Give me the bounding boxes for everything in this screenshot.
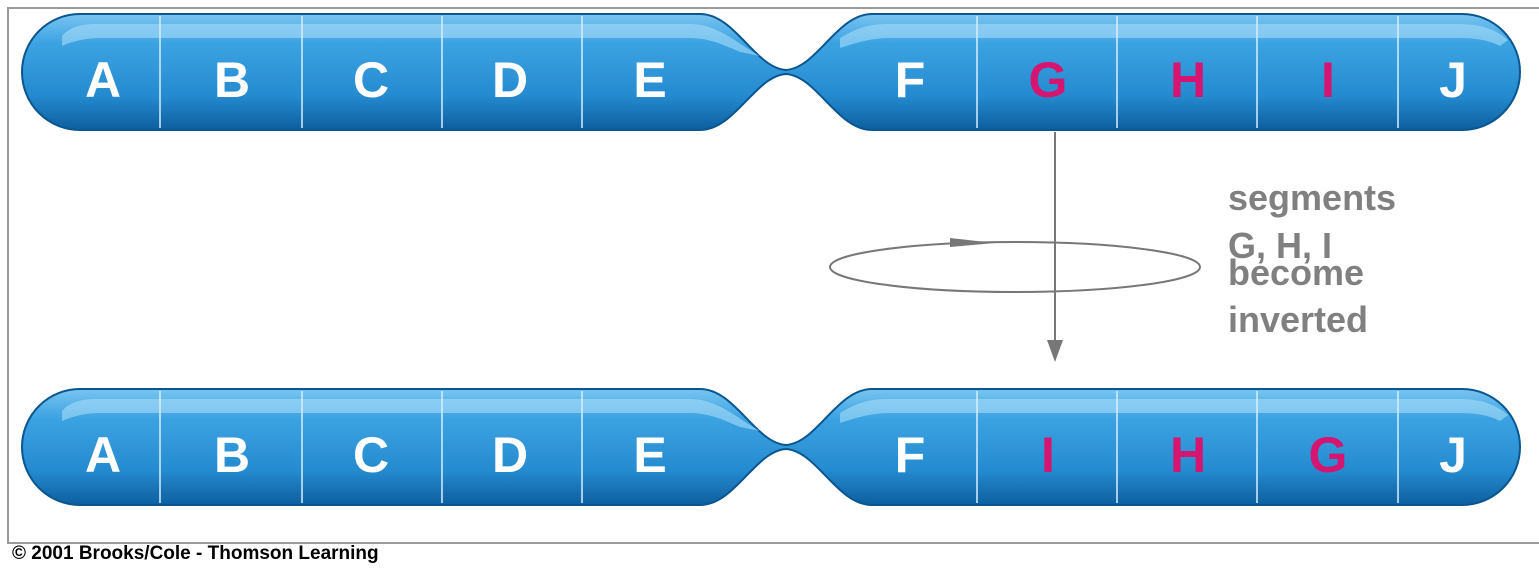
- inverted-segment-j: J: [1439, 427, 1467, 483]
- inverted-segment-a: A: [85, 427, 121, 483]
- original-segment-h: H: [1170, 52, 1206, 108]
- rotation-direction-arrow: [950, 238, 995, 247]
- original-segment-labels: A B C D E F G H I J: [85, 52, 1467, 108]
- note-line-1: segments: [1228, 177, 1396, 218]
- inversion-note: segments G, H, I become inverted: [1228, 177, 1406, 340]
- inverted-segment-f: F: [895, 427, 926, 483]
- inverted-chromosome-body: [21, 388, 1521, 506]
- inversion-arrow: [829, 132, 1201, 362]
- original-segment-f: F: [895, 52, 926, 108]
- original-segment-dividers: [159, 16, 1399, 128]
- inverted-chromosome-highlight: [62, 399, 760, 431]
- inverted-segment-c: C: [353, 427, 389, 483]
- inverted-segment-dividers: [159, 391, 1399, 503]
- arrow-head: [1047, 340, 1063, 362]
- original-segment-d: D: [492, 52, 528, 108]
- inverted-segment-d: D: [492, 427, 528, 483]
- original-segment-a: A: [85, 52, 121, 108]
- original-chromosome: A B C D E F G H I J: [21, 13, 1521, 131]
- frame-border: [7, 7, 1539, 544]
- note-line-3: become: [1228, 252, 1364, 293]
- rotation-ellipse: [829, 241, 1201, 293]
- note-line-2: G, H, I: [1228, 225, 1332, 266]
- inverted-chromosome-highlight-right: [840, 399, 1508, 423]
- note-line-4: inverted: [1228, 299, 1368, 340]
- copyright-notice: © 2001 Brooks/Cole - Thomson Learning: [12, 543, 379, 564]
- original-segment-j: J: [1439, 52, 1467, 108]
- original-segment-g: G: [1029, 52, 1068, 108]
- inverted-segment-b: B: [214, 427, 250, 483]
- inverted-segment-e: E: [633, 427, 666, 483]
- inverted-segment-i: I: [1041, 427, 1055, 483]
- original-segment-i: I: [1321, 52, 1335, 108]
- original-segment-b: B: [214, 52, 250, 108]
- original-chromosome-highlight: [62, 24, 760, 56]
- original-segment-e: E: [633, 52, 666, 108]
- inverted-segment-h: H: [1170, 427, 1206, 483]
- original-chromosome-body: [21, 13, 1521, 131]
- inverted-segment-g: G: [1309, 427, 1348, 483]
- original-segment-c: C: [353, 52, 389, 108]
- original-chromosome-highlight-right: [840, 24, 1508, 48]
